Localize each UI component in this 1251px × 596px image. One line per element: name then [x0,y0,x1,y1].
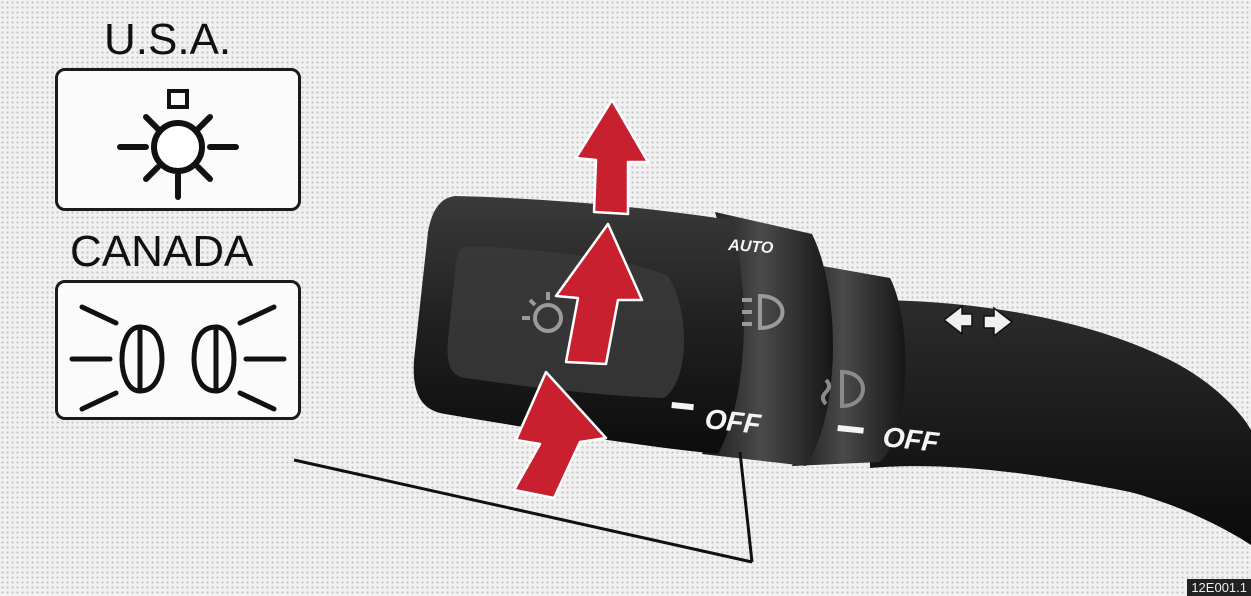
callout-lines [294,452,752,562]
fog-off-position-label: OFF [881,421,941,458]
figure-code: 12E001.1 [1187,579,1251,596]
rotate-arrow-3 [576,100,648,214]
auto-position-label: AUTO [727,237,775,257]
light-off-position-label: OFF [703,403,763,440]
stalk-arm [870,300,1251,545]
